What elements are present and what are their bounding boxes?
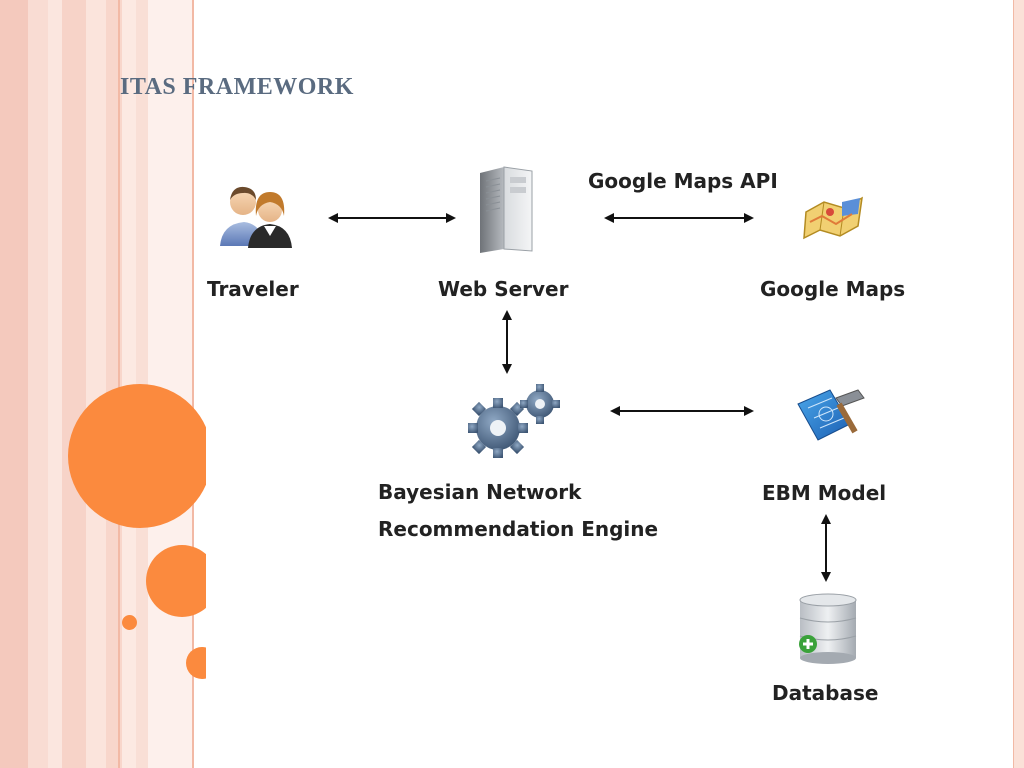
google-maps-api-label: Google Maps API xyxy=(588,169,778,193)
decor-circle-medium xyxy=(146,545,206,617)
google-maps-icon xyxy=(803,196,863,240)
recommendation-engine-label: Recommendation Engine xyxy=(378,517,659,541)
content-area xyxy=(206,0,1014,768)
bg-divider-line xyxy=(1013,0,1014,768)
bg-stripe xyxy=(48,0,62,768)
bg-divider-line xyxy=(118,0,120,768)
google-maps-label: Google Maps xyxy=(760,277,906,301)
gears-icon xyxy=(468,384,560,458)
database-icon xyxy=(799,593,857,664)
ebm-model-label: EBM Model xyxy=(762,481,887,505)
decor-circle-large xyxy=(68,384,206,528)
decor-circles xyxy=(0,0,206,768)
bg-stripe xyxy=(148,0,192,768)
decor-circle-small xyxy=(186,647,206,679)
bayesian-network-label: Bayesian Network xyxy=(378,480,582,504)
web-server-icon xyxy=(480,166,533,253)
database-label: Database xyxy=(772,681,879,705)
bg-stripe xyxy=(62,0,86,768)
web-server-label: Web Server xyxy=(438,277,569,301)
bg-stripe xyxy=(0,0,28,768)
bg-stripe xyxy=(86,0,106,768)
bg-divider-line xyxy=(192,0,194,768)
traveler-label: Traveler xyxy=(207,277,299,301)
ebm-model-icon xyxy=(797,389,865,441)
bg-stripe xyxy=(28,0,48,768)
slide-title: ITAS FRAMEWORK xyxy=(120,74,354,100)
traveler-icon xyxy=(220,186,292,248)
bg-right-edge xyxy=(1014,0,1024,768)
decor-circle-small xyxy=(122,615,137,630)
